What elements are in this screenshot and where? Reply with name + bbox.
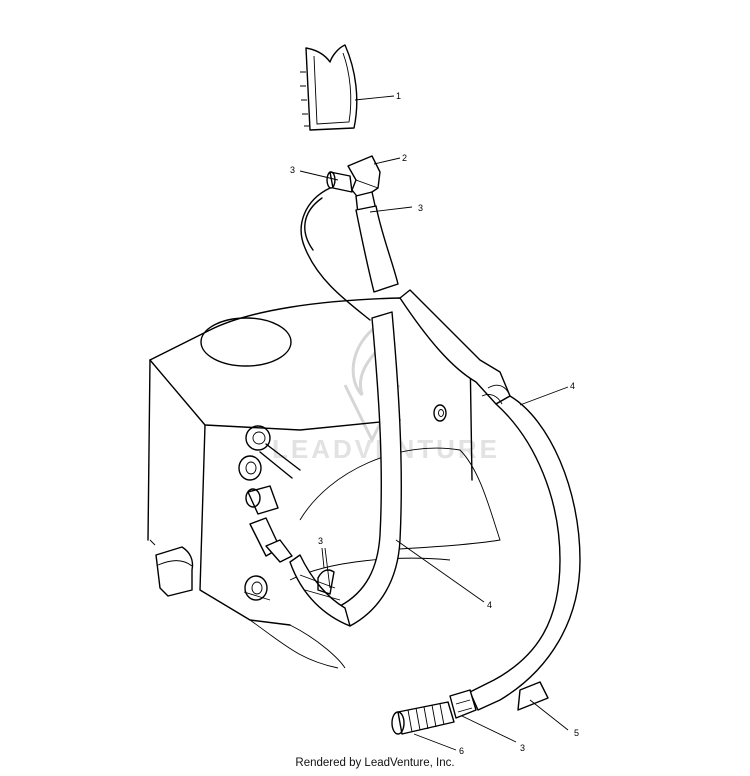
- callouts: 1 2 3 3 4 3 4 5 3 6: [290, 91, 579, 756]
- callout-3-b: 3: [418, 203, 423, 213]
- render-credit: Rendered by LeadVenture, Inc.: [295, 757, 455, 769]
- tank-fittings: [238, 425, 301, 601]
- part-1-clip: [300, 44, 358, 131]
- part-2-elbow: [326, 155, 381, 215]
- callout-3-d: 3: [520, 743, 525, 753]
- callout-4-a: 4: [570, 381, 575, 391]
- hose-right: [399, 289, 581, 711]
- callout-5: 5: [574, 728, 579, 738]
- fuel-tank: [147, 297, 501, 669]
- part-6-filter: [391, 689, 477, 735]
- callout-6: 6: [459, 746, 464, 756]
- callout-2: 2: [402, 153, 407, 163]
- hose-center: [289, 311, 402, 627]
- callout-3-a: 3: [290, 165, 295, 175]
- callout-1: 1: [396, 91, 401, 101]
- leader-lines: [299, 95, 569, 751]
- hose-upper: [300, 187, 399, 321]
- callout-4-b: 4: [487, 600, 492, 610]
- part-5-bracket: [517, 681, 549, 711]
- callout-3-c: 3: [318, 536, 323, 546]
